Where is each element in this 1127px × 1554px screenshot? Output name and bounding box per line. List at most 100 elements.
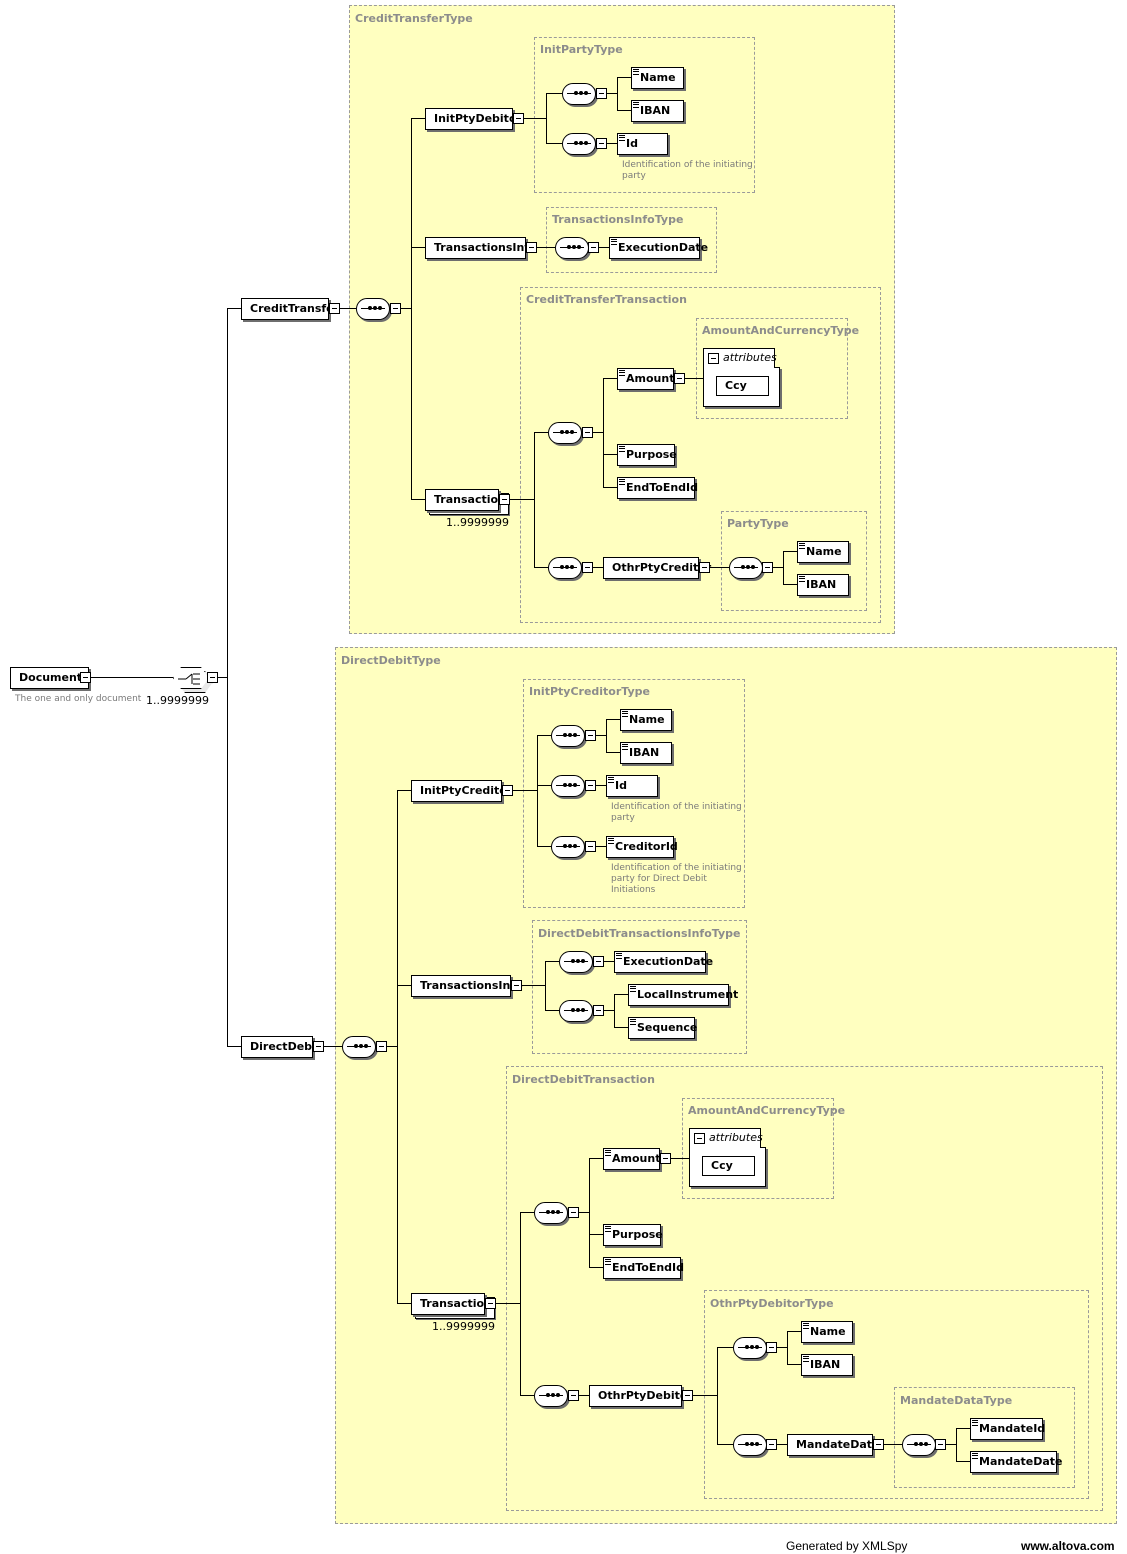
othr-pty-debitor-element[interactable]: OthrPtyDebitor: [589, 1385, 693, 1407]
root-choice-multiplicity: 1..9999999: [146, 694, 209, 707]
mandate-data-seq[interactable]: [902, 1434, 936, 1456]
init-pty-debitor-element[interactable]: InitPtyDebitor: [425, 108, 522, 130]
opd-seq-2[interactable]: [733, 1434, 767, 1456]
dd-transaction-seq-1[interactable]: [534, 1202, 568, 1224]
opc-name-element[interactable]: Name: [797, 541, 849, 563]
dd-transaction-seq-2[interactable]: [534, 1385, 568, 1407]
document-collapse-toggle[interactable]: [80, 672, 91, 683]
credit-transfer-sequence-toggle[interactable]: [390, 303, 401, 314]
mandate-id-element[interactable]: MandateId: [970, 1418, 1046, 1440]
ct-amount-label: Amount: [626, 372, 675, 385]
othr-pty-creditor-element[interactable]: OthrPtyCreditor: [603, 557, 711, 579]
init-pty-debitor-seq-2-toggle[interactable]: [596, 138, 607, 149]
init-pty-debitor-seq-1-toggle[interactable]: [596, 88, 607, 99]
opd-seq-1[interactable]: [733, 1337, 767, 1359]
ct-transactions-info-element[interactable]: TransactionsInfo: [425, 237, 537, 259]
connector: [589, 1158, 603, 1159]
ct-transaction-toggle[interactable]: [499, 494, 510, 505]
opd-iban-element[interactable]: IBAN: [801, 1354, 853, 1376]
ct-transaction-multiplicity: 1..9999999: [446, 516, 509, 529]
ct-transaction-seq-1-toggle[interactable]: [582, 427, 593, 438]
dd-execution-date-element[interactable]: ExecutionDate: [614, 951, 713, 973]
ct-amount-toggle[interactable]: [674, 373, 685, 384]
direct-debit-sequence[interactable]: [342, 1036, 376, 1058]
ct-transactions-info-seq-toggle[interactable]: [588, 242, 599, 253]
ipc-id-element[interactable]: Id: [606, 775, 658, 797]
mandate-data-seq-toggle[interactable]: [935, 1439, 946, 1450]
dd-ti-seq-2-toggle[interactable]: [593, 1005, 604, 1016]
dd-attributes-toggle[interactable]: [694, 1133, 705, 1144]
opd-name-element[interactable]: Name: [801, 1321, 853, 1343]
ipc-iban-element[interactable]: IBAN: [620, 742, 672, 764]
ct-attributes-tab[interactable]: attributes: [703, 348, 777, 368]
credit-transfer-element[interactable]: CreditTransfer: [241, 298, 339, 320]
init-pty-creditor-toggle[interactable]: [502, 785, 513, 796]
ipc-creditor-id-element[interactable]: CreditorId: [606, 836, 678, 858]
ct-ccy-attribute[interactable]: Ccy: [716, 376, 769, 396]
othr-pty-creditor-toggle[interactable]: [699, 562, 710, 573]
dd-transactions-info-toggle[interactable]: [511, 980, 522, 991]
dd-amount-toggle[interactable]: [660, 1153, 671, 1164]
direct-debit-toggle[interactable]: [313, 1041, 324, 1052]
dd-transaction-toggle[interactable]: [485, 1298, 496, 1309]
ipc-name-element[interactable]: Name: [620, 709, 672, 731]
dd-transaction-element[interactable]: Transaction: [411, 1293, 492, 1315]
dd-transaction-seq-2-toggle[interactable]: [568, 1390, 579, 1401]
altova-site-link[interactable]: www.altova.com: [1021, 1539, 1115, 1553]
ct-transactions-info-toggle[interactable]: [526, 242, 537, 253]
ipd-id-element[interactable]: Id: [617, 133, 668, 155]
ct-transaction-seq-1[interactable]: [548, 422, 582, 444]
ipc-seq-1[interactable]: [551, 725, 585, 747]
othr-pty-creditor-seq-toggle[interactable]: [762, 562, 773, 573]
ct-transactions-info-seq[interactable]: [555, 237, 589, 259]
dd-ccy-attribute[interactable]: Ccy: [702, 1156, 755, 1176]
ct-purpose-element[interactable]: Purpose: [617, 444, 677, 466]
init-pty-creditor-element[interactable]: InitPtyCreditor: [411, 780, 512, 802]
mandate-data-label: MandateData: [796, 1438, 880, 1451]
dd-purpose-element[interactable]: Purpose: [603, 1224, 663, 1246]
dd-ti-seq-1[interactable]: [559, 951, 593, 973]
mandate-date-element[interactable]: MandateDate: [970, 1451, 1063, 1473]
init-pty-debitor-seq-2[interactable]: [562, 133, 596, 155]
dd-amount-element[interactable]: Amount: [603, 1148, 660, 1170]
ipd-iban-element[interactable]: IBAN: [631, 100, 684, 122]
ipc-seq-3-toggle[interactable]: [585, 841, 596, 852]
direct-debit-sequence-toggle[interactable]: [376, 1041, 387, 1052]
dd-attributes-tab[interactable]: attributes: [689, 1128, 763, 1148]
opc-iban-element[interactable]: IBAN: [797, 574, 849, 596]
ipc-seq-3[interactable]: [551, 836, 585, 858]
ct-transaction-element[interactable]: Transaction: [425, 489, 506, 511]
mandate-id-label: MandateId: [979, 1422, 1046, 1435]
ipc-seq-2[interactable]: [551, 775, 585, 797]
dd-ti-seq-1-toggle[interactable]: [593, 956, 604, 967]
root-choice-collapse-toggle[interactable]: [207, 672, 218, 683]
ct-amount-element[interactable]: Amount: [617, 368, 674, 390]
othr-pty-debitor-toggle[interactable]: [682, 1390, 693, 1401]
credit-transfer-sequence[interactable]: [356, 298, 390, 320]
ipc-seq-2-toggle[interactable]: [585, 780, 596, 791]
init-pty-debitor-seq-1[interactable]: [562, 83, 596, 105]
ct-execution-date-element[interactable]: ExecutionDate: [609, 237, 708, 259]
dd-transactions-info-element[interactable]: TransactionsInfo: [411, 975, 523, 997]
sequence-element[interactable]: Sequence: [628, 1017, 697, 1039]
local-instrument-element[interactable]: LocalInstrument: [628, 984, 738, 1006]
mandate-data-element[interactable]: MandateData: [787, 1434, 879, 1456]
dd-transaction-seq-1-toggle[interactable]: [568, 1207, 579, 1218]
dd-ti-seq-2[interactable]: [559, 1000, 593, 1022]
document-element[interactable]: Document: [10, 667, 89, 689]
opd-seq-2-toggle[interactable]: [766, 1439, 777, 1450]
ct-attributes-toggle[interactable]: [708, 353, 719, 364]
mandate-data-toggle[interactable]: [873, 1439, 884, 1450]
connector: [717, 1347, 718, 1444]
ct-end-to-end-element[interactable]: EndToEndId: [617, 477, 698, 499]
ipd-name-element[interactable]: Name: [631, 67, 684, 89]
opd-seq-1-toggle[interactable]: [766, 1342, 777, 1353]
credit-transfer-toggle[interactable]: [329, 303, 340, 314]
dd-end-to-end-element[interactable]: EndToEndId: [603, 1257, 684, 1279]
ipc-seq-1-toggle[interactable]: [585, 730, 596, 741]
init-pty-debitor-toggle[interactable]: [513, 113, 524, 124]
direct-debit-element[interactable]: DirectDebit: [241, 1036, 321, 1058]
othr-pty-creditor-seq[interactable]: [729, 557, 763, 579]
ct-transaction-seq-2-toggle[interactable]: [582, 562, 593, 573]
ct-transaction-seq-2[interactable]: [548, 557, 582, 579]
